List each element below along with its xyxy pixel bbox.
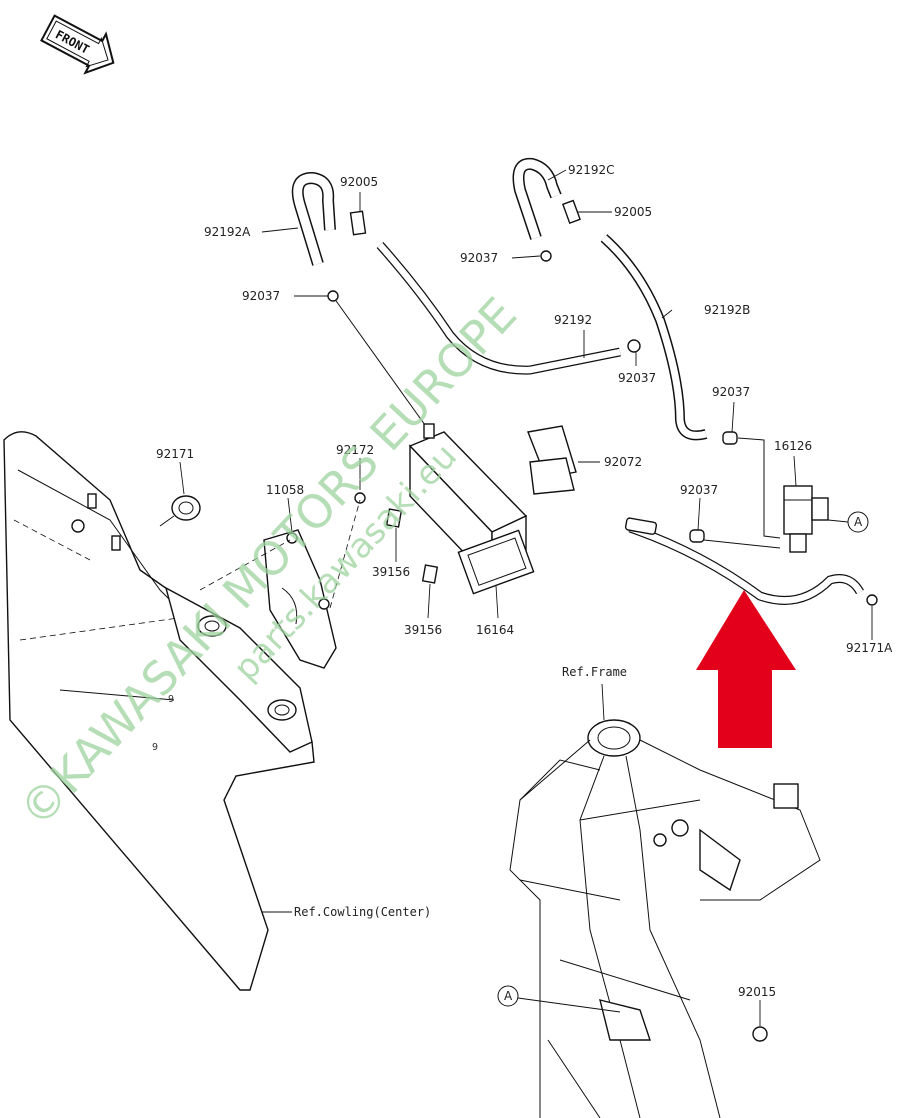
label-92171a: 92171A <box>846 641 893 655</box>
valve-16126 <box>783 485 829 553</box>
fitting-92005-left <box>349 210 367 236</box>
label-92192b: 92192B <box>704 303 750 317</box>
bracket-11058 <box>263 529 337 669</box>
nut-92015 <box>752 1026 768 1042</box>
label-92171: 92171 <box>156 447 194 461</box>
label-92192a: 92192A <box>204 225 251 239</box>
pad-39156-b <box>421 564 439 584</box>
label-92037-left: 92037 <box>242 289 280 303</box>
label-92005-right: 92005 <box>614 205 652 219</box>
svg-text:9: 9 <box>168 694 174 705</box>
label-92037-top: 92037 <box>460 251 498 265</box>
label-16126: 16126 <box>774 439 812 453</box>
label-92192: 92192 <box>554 313 592 327</box>
svg-text:9: 9 <box>152 742 158 753</box>
label-92192c: 92192C <box>568 163 615 177</box>
label-39156-b: 39156 <box>404 623 442 637</box>
callout-a-lower <box>497 985 519 1007</box>
ref-cowling: Ref.Cowling(Center) <box>294 905 431 919</box>
pad-39156-a <box>385 508 403 528</box>
label-11058: 11058 <box>266 483 304 497</box>
label-92005-left: 92005 <box>340 175 378 189</box>
label-92037-valve: 92037 <box>712 385 750 399</box>
ref-frame: Ref.Frame <box>562 665 627 679</box>
canister-16164 <box>408 423 535 595</box>
clamp-92037-lower <box>689 529 705 543</box>
label-92037-lower: 92037 <box>680 483 718 497</box>
clamp-92037-left <box>327 290 339 302</box>
cap-92171 <box>159 495 201 527</box>
callout-a-upper-text: A <box>854 515 863 529</box>
clamp-92037-mid <box>627 339 641 353</box>
front-arrow-icon: FRONT <box>40 14 115 75</box>
bolt-92172 <box>354 492 366 504</box>
frame <box>509 719 821 1118</box>
clamp-92037-top <box>540 250 552 262</box>
hose-92192b <box>600 234 708 441</box>
bracket-92072 <box>527 425 577 495</box>
clip-92171a <box>866 594 878 606</box>
label-92172: 92172 <box>336 443 374 457</box>
label-39156-a: 39156 <box>372 565 410 579</box>
red-up-arrow-icon <box>696 590 796 748</box>
label-92072: 92072 <box>604 455 642 469</box>
cowling-center: 9 9 <box>3 431 315 991</box>
label-16164: 16164 <box>476 623 514 637</box>
label-92037-mid: 92037 <box>618 371 656 385</box>
clamp-92037-valve <box>722 431 738 445</box>
callout-a-lower-text: A <box>504 989 513 1003</box>
label-92015: 92015 <box>738 985 776 999</box>
fitting-92005-right <box>561 199 581 225</box>
